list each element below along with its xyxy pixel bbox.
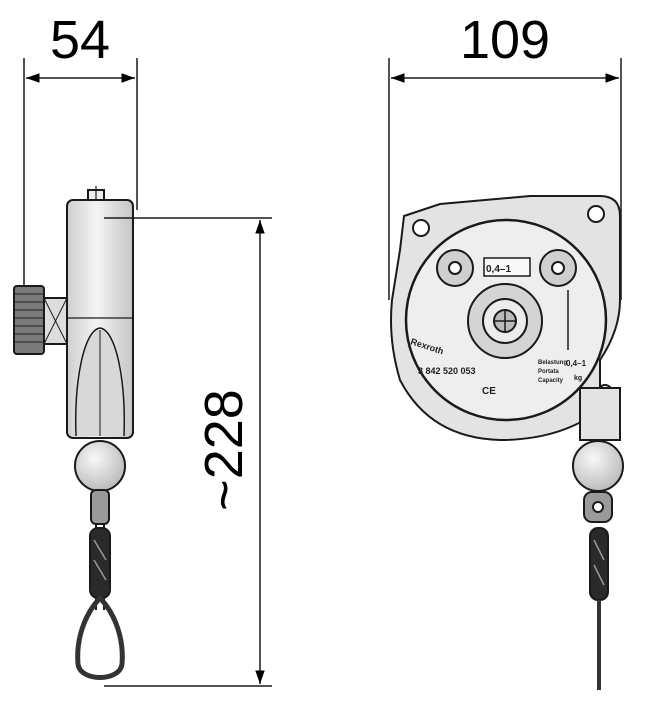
- side-width-label: 54: [50, 10, 110, 70]
- height-label: ~228: [194, 389, 254, 511]
- front-width-label: 109: [460, 10, 550, 70]
- ce-mark: CE: [482, 386, 496, 397]
- front-view: [388, 58, 624, 690]
- mounting-hole-right: [587, 205, 605, 223]
- front-cable-sleeve: [589, 527, 609, 601]
- side-cable-clamp: [90, 489, 110, 525]
- front-ball-stop: [572, 440, 624, 492]
- range-unit-label: kg: [574, 375, 582, 382]
- side-ball-stop: [74, 440, 126, 492]
- adjusting-knob: [13, 285, 45, 355]
- front-cable-guide: [579, 387, 621, 441]
- capacity-line-2: Portata: [538, 369, 559, 375]
- capacity-line-1: Belastung: [538, 360, 567, 366]
- part-number-label: 3 842 520 053: [418, 366, 476, 376]
- side-cable-sleeve: [89, 527, 111, 599]
- side-view: [13, 58, 138, 680]
- range-side-label: 0,4–1: [566, 359, 587, 368]
- range-label: 0,4–1: [486, 264, 511, 275]
- scale-window: [483, 257, 531, 277]
- mounting-hole-left: [412, 219, 430, 237]
- capacity-line-3: Capacity: [538, 378, 564, 384]
- side-carabiner-hook: [75, 594, 125, 680]
- height-dimension: [104, 217, 272, 687]
